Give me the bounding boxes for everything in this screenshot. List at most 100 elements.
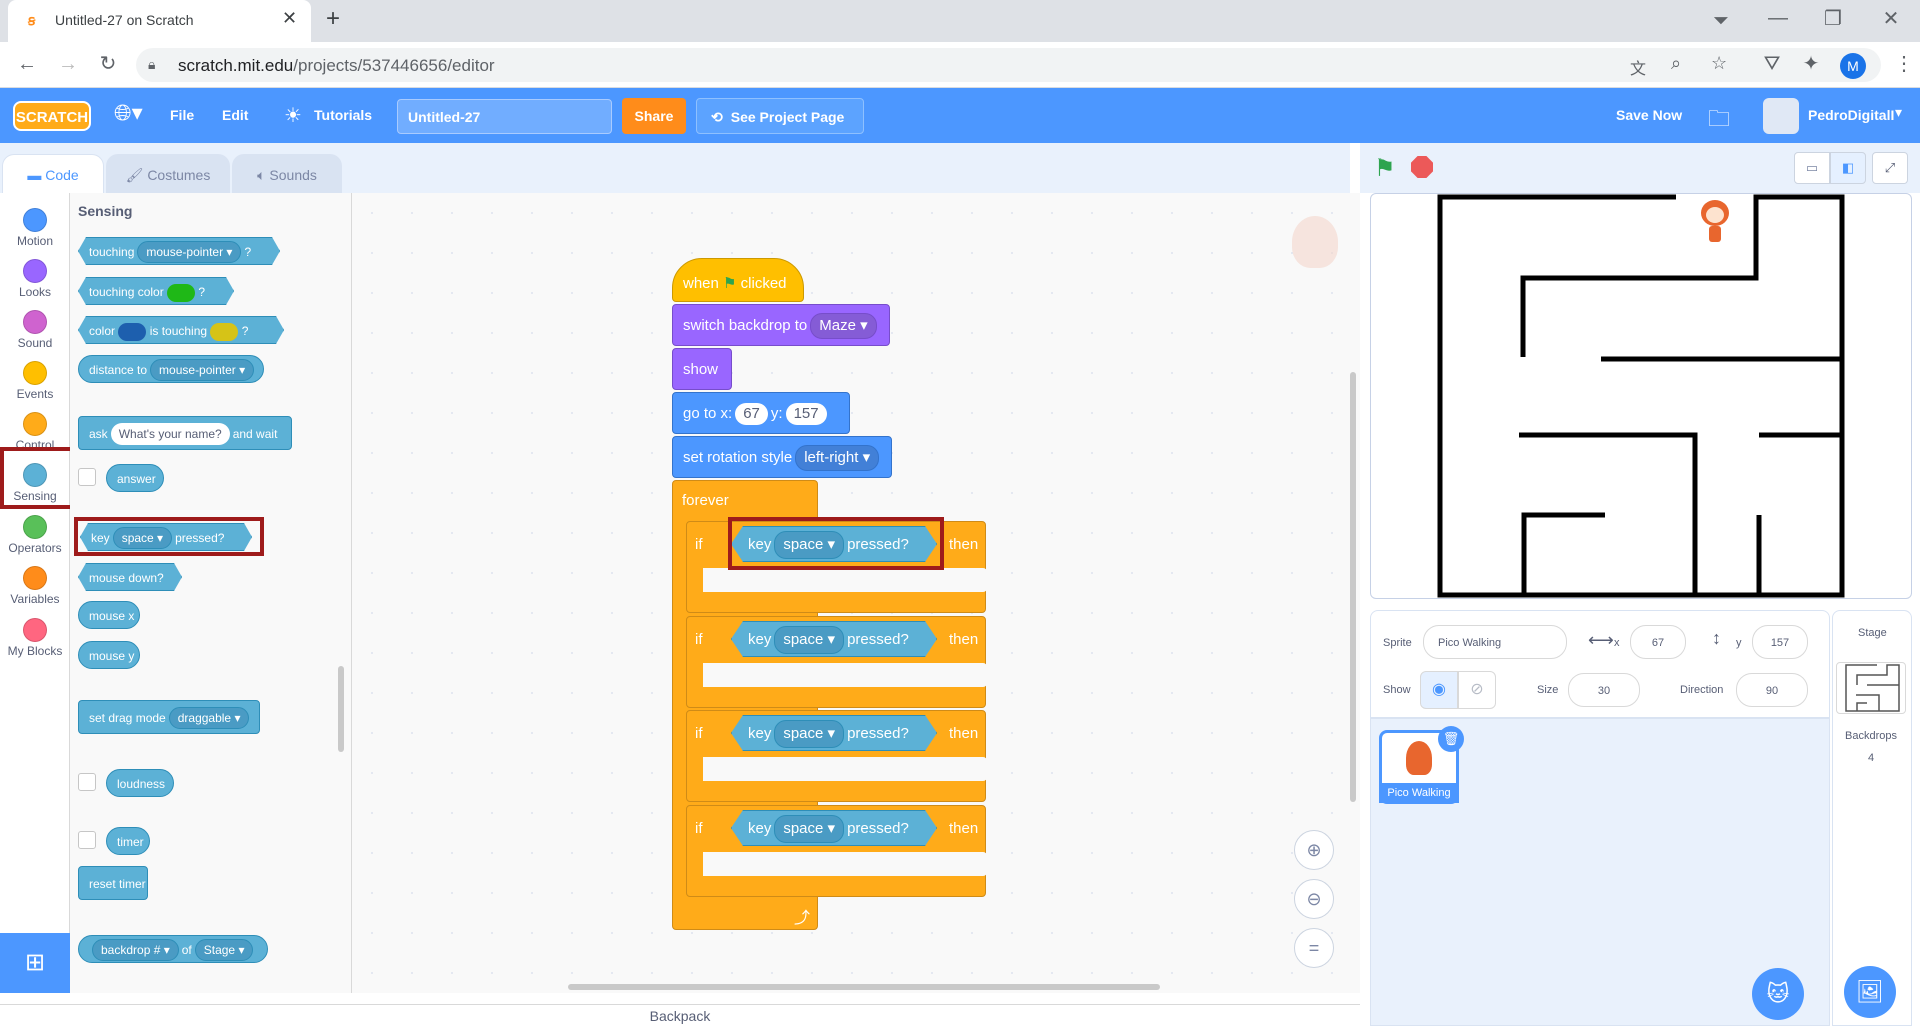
pico-sprite[interactable] [1697,200,1733,244]
tab-close-icon[interactable]: ✕ [282,8,298,28]
key-dropdown[interactable]: space ▾ [774,720,844,748]
direction-input[interactable]: 90 [1736,673,1808,707]
tutorials-menu[interactable]: Tutorials [314,107,373,123]
account-chevron-down-icon[interactable]: ▾ [1895,104,1903,120]
size-input[interactable]: 30 [1568,673,1640,707]
backdrop-attr-dropdown[interactable]: backdrop # ▾ [92,939,179,961]
answer-reporter[interactable]: answer [106,464,164,492]
zoom-out-button[interactable]: ⊖ [1294,879,1334,919]
category-sound[interactable]: Sound [0,302,70,352]
tab-sounds[interactable]: 🔈︎ Sounds [232,154,342,194]
translate-icon[interactable]: 文 [1630,61,1647,78]
small-stage-button[interactable]: ▭ [1794,152,1830,184]
rotation-style-dropdown[interactable]: left-right ▾ [795,445,880,471]
color-swatch-yellow[interactable] [210,323,238,341]
browser-tab[interactable]: ꞩ Untitled-27 on Scratch ✕ [8,0,311,42]
loudness-checkbox[interactable] [78,773,96,791]
category-my-blocks[interactable]: My Blocks [0,610,70,660]
minimize-icon[interactable]: — [1768,7,1788,29]
when-flag-clicked-block[interactable]: when ⚑ clicked [672,258,804,302]
category-motion[interactable]: Motion [0,200,70,250]
category-sensing[interactable]: Sensing [0,455,70,505]
drag-mode-dropdown[interactable]: draggable ▾ [168,707,250,729]
answer-checkbox[interactable] [78,468,96,486]
stage-target-dropdown[interactable]: Stage ▾ [194,939,254,961]
category-looks[interactable]: Looks [0,251,70,301]
new-tab-icon[interactable]: + [326,5,341,32]
edit-menu[interactable]: Edit [222,107,249,123]
distance-target-dropdown[interactable]: mouse-pointer ▾ [150,359,255,381]
share-button[interactable]: Share [622,98,686,134]
if-mouth[interactable] [703,852,987,876]
mouse-x-reporter[interactable]: mouse x [78,601,140,629]
key-dropdown[interactable]: space ▾ [774,626,844,654]
category-operators[interactable]: Operators [0,507,70,557]
scratch-logo[interactable]: SCRATCH [13,101,91,131]
extension-icon[interactable]: ⛛ [1763,53,1781,75]
zoom-reset-button[interactable]: = [1294,928,1334,968]
y-input[interactable]: 157 [1752,625,1808,659]
stage-canvas[interactable] [1370,193,1912,599]
delete-sprite-button[interactable]: 🗑︎ [1438,726,1464,752]
show-block[interactable]: show [672,348,732,390]
stage-thumbnail[interactable] [1836,662,1906,714]
my-stuff-folder-icon[interactable]: 🗀 [1708,106,1731,131]
large-stage-button[interactable]: ◧ [1830,152,1866,184]
show-hidden-button[interactable]: ⊘ [1458,671,1496,709]
username[interactable]: PedroDigitalI [1808,107,1895,123]
user-avatar[interactable] [1763,98,1799,134]
color-swatch-green[interactable] [167,284,195,302]
profile-avatar[interactable]: M [1840,53,1866,79]
choose-backdrop-button[interactable]: 🖼︎ [1844,966,1896,1018]
tab-search-icon[interactable]: ⏷ [1713,10,1729,32]
ask-question-input[interactable]: What's your name? [110,423,230,445]
key-dropdown[interactable]: space ▾ [774,531,844,559]
backpack-bar[interactable]: Backpack [0,1004,1360,1026]
language-globe-icon[interactable]: 🌐︎▾ [114,100,143,125]
back-icon[interactable]: ← [17,53,37,75]
timer-reporter[interactable]: timer [106,827,150,855]
fullscreen-button[interactable]: ⤢ [1872,152,1908,184]
bookmark-star-icon[interactable]: ☆ [1711,53,1728,73]
go-to-x-input[interactable]: 67 [735,403,768,425]
omnibox[interactable]: 🔒︎ scratch.mit.edu/projects/537446656/ed… [136,48,1881,82]
save-now-button[interactable]: Save Now [1616,107,1683,123]
if-mouth[interactable] [703,757,987,781]
x-input[interactable]: 67 [1630,625,1686,659]
timer-checkbox[interactable] [78,831,96,849]
tab-code[interactable]: ▬ Code [2,154,104,194]
show-visible-button[interactable]: ◉ [1420,671,1458,709]
project-title-input[interactable]: Untitled-27 [397,99,612,134]
add-extension-button[interactable]: ⊞ [0,933,70,993]
green-flag-icon[interactable]: ⚑ [1374,155,1396,182]
backdrop-dropdown[interactable]: Maze ▾ [810,313,877,339]
mouse-down-block[interactable]: mouse down? [78,563,182,591]
color-swatch-blue[interactable] [118,323,146,341]
reload-icon[interactable]: ↻ [99,53,117,75]
forward-icon[interactable]: → [58,53,78,75]
browser-menu-icon[interactable]: ⋮ [1894,53,1914,75]
sprite-thumbnail[interactable]: Pico Walking [1379,730,1459,804]
key-dropdown[interactable]: space ▾ [774,815,844,843]
category-events[interactable]: Events [0,353,70,403]
file-menu[interactable]: File [170,107,195,123]
puzzle-icon[interactable]: ✦ [1802,53,1820,75]
stop-sign-icon[interactable] [1411,156,1433,178]
zoom-icon[interactable]: ⌕ [1671,53,1682,73]
if-mouth[interactable] [703,663,987,687]
